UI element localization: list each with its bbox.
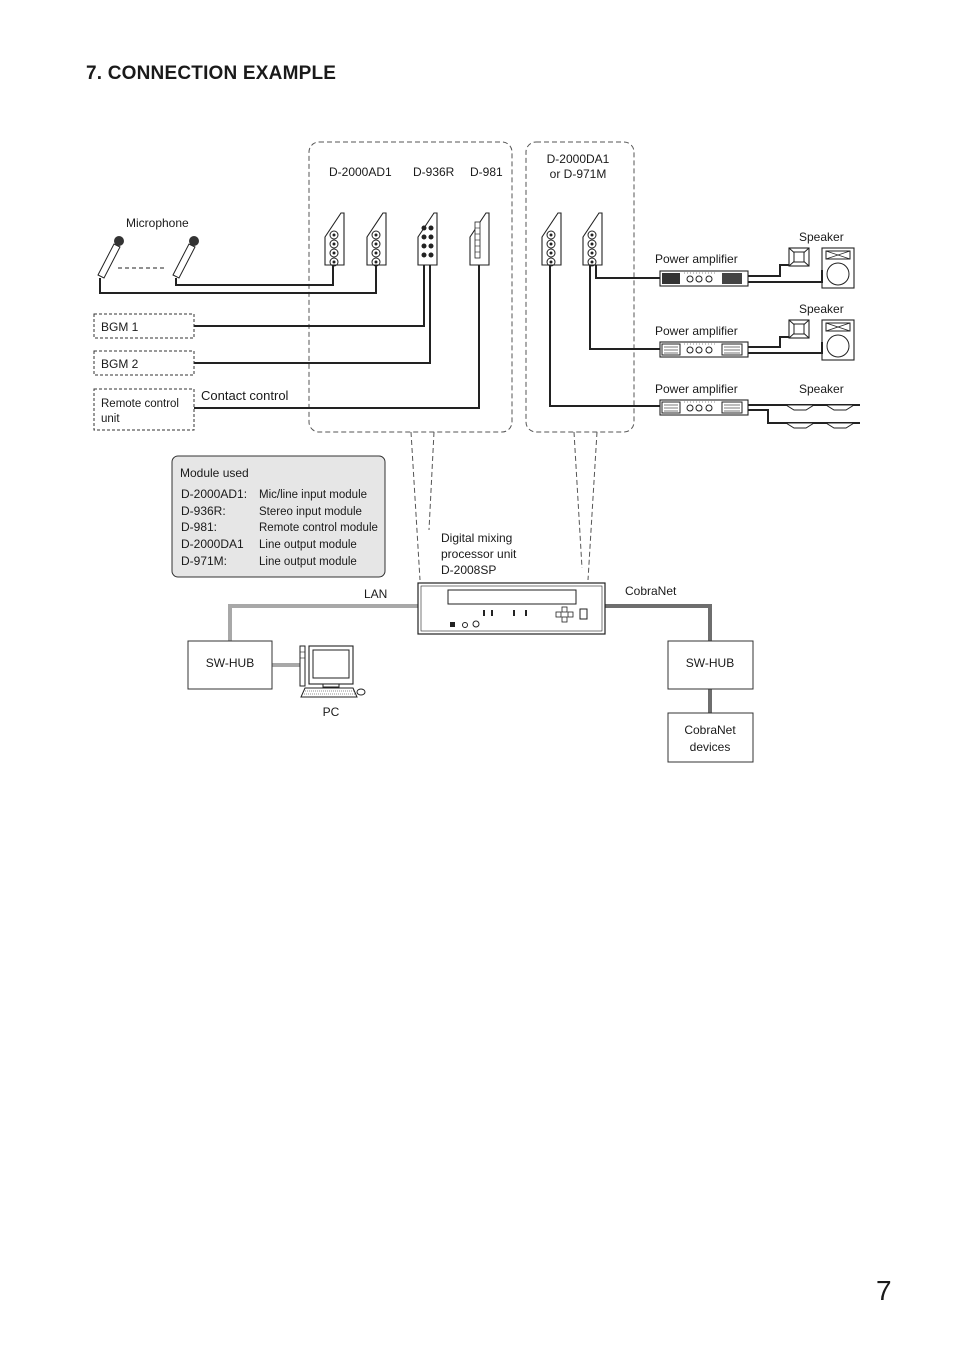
lan-label: LAN — [364, 587, 387, 601]
legend-desc: Line output module — [259, 556, 357, 568]
legend-title: Module used — [180, 466, 249, 480]
d2000ad1-card-1 — [324, 212, 345, 267]
speaker-label-2: Speaker — [799, 302, 844, 316]
processor-label-3: D-2008SP — [441, 563, 496, 577]
contact-control-label: Contact control — [201, 388, 289, 403]
speaker-label-3: Speaker — [799, 382, 844, 396]
output-card-2 — [582, 212, 603, 267]
microphone-label: Microphone — [126, 216, 189, 230]
ceiling-speaker-icon — [825, 422, 855, 429]
power-amplifier-1 — [659, 270, 749, 287]
legend-desc: Line output module — [259, 539, 357, 551]
power-amplifier-label-3: Power amplifier — [655, 382, 738, 396]
ceiling-speaker-icon — [785, 422, 815, 429]
cobranet-cable — [605, 604, 712, 641]
legend-model: D-981: — [181, 520, 217, 534]
pc-label: PC — [323, 705, 340, 719]
processor-label-2: processor unit — [441, 547, 517, 561]
sw-hub-right — [667, 640, 754, 690]
bgm2-box — [93, 350, 195, 376]
bgm2-label: BGM 2 — [101, 357, 139, 371]
ceiling-speaker-icon — [825, 404, 855, 411]
sw-hub-left-label: SW-HUB — [206, 656, 254, 670]
bgm1-box — [93, 313, 195, 339]
cobranet-devices-label-1: CobraNet — [684, 723, 736, 737]
d936r-card — [417, 212, 438, 266]
remote-control-label-2: unit — [101, 413, 120, 425]
power-amplifier-label-2: Power amplifier — [655, 324, 738, 338]
legend-model: D-971M: — [181, 554, 227, 568]
power-amplifier-3 — [659, 399, 749, 416]
cabinet-speaker-icon — [821, 319, 855, 361]
pc-icon — [299, 645, 366, 698]
legend-desc: Remote control module — [259, 522, 378, 534]
microphone-icon — [172, 236, 199, 279]
cobranet-devices-box — [667, 712, 754, 763]
ceiling-speaker-icon — [785, 404, 815, 411]
remote-control-label-1: Remote control — [101, 398, 179, 410]
cabinet-speaker-icon — [821, 247, 855, 289]
label-output-module-2: or D-971M — [550, 167, 607, 181]
d981-card — [469, 212, 490, 266]
label-d981: D-981 — [470, 165, 503, 179]
output-module-frame — [525, 141, 635, 433]
sw-hub-right-label: SW-HUB — [686, 656, 734, 670]
power-amplifier-label-1: Power amplifier — [655, 252, 738, 266]
power-amplifier-2 — [659, 341, 749, 358]
remote-control-box — [93, 388, 195, 431]
page-number: 7 — [876, 1275, 892, 1306]
cobranet-label: CobraNet — [625, 584, 677, 598]
page-heading: 7. CONNECTION EXAMPLE — [86, 63, 337, 84]
output-card-1 — [541, 212, 562, 267]
processor-label-1: Digital mixing — [441, 531, 512, 545]
legend-desc: Stereo input module — [259, 506, 362, 518]
module-legend-box — [171, 455, 386, 578]
legend-model: D-936R: — [181, 504, 226, 518]
cobranet-devices-label-2: devices — [690, 740, 731, 754]
legend-desc: Mic/line input module — [259, 489, 367, 501]
label-d2000ad1: D-2000AD1 — [329, 165, 392, 179]
label-d936r: D-936R — [413, 165, 455, 179]
d2000ad1-card-2 — [366, 212, 387, 267]
d2008sp-processor — [417, 582, 606, 635]
legend-model: D-2000AD1: — [181, 487, 247, 501]
bgm1-label: BGM 1 — [101, 320, 139, 334]
speaker-label-1: Speaker — [799, 230, 844, 244]
lan-cable — [228, 604, 418, 641]
microphone-icon — [97, 236, 124, 279]
input-module-frame — [308, 141, 513, 433]
legend-model: D-2000DA1 — [181, 537, 244, 551]
sw-hub-left — [187, 640, 273, 690]
horn-speaker-icon — [788, 319, 810, 339]
label-output-module-1: D-2000DA1 — [547, 152, 610, 166]
horn-speaker-icon — [788, 247, 810, 267]
